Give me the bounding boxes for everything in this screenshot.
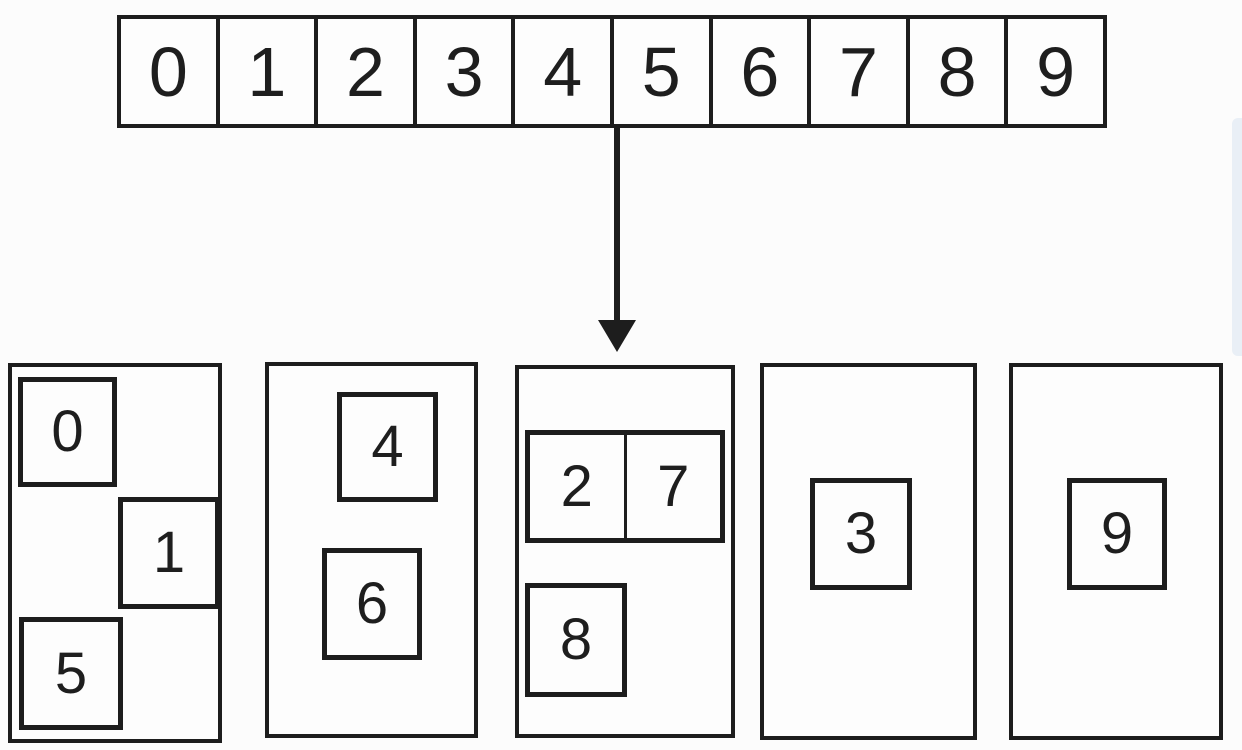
item-pair-box-2-7: 2 7 (525, 430, 725, 543)
bucket-4: 3 (760, 363, 977, 740)
array-cell-2: 2 (314, 19, 413, 124)
item-box-9: 9 (1067, 478, 1167, 590)
bucket-2: 4 6 (265, 362, 478, 738)
item-box-0: 0 (18, 377, 117, 487)
array-cell-3: 3 (412, 19, 512, 124)
array-cell-1: 1 (215, 19, 315, 124)
item-box-8: 8 (525, 583, 627, 697)
array-cell-9: 9 (1004, 19, 1103, 124)
bucket-1: 0 1 5 (8, 363, 222, 743)
item-box-4: 4 (337, 392, 438, 502)
array-cell-8: 8 (905, 19, 1005, 124)
pair-cell-7: 7 (623, 435, 721, 538)
array-cell-7: 7 (807, 19, 906, 124)
pair-cell-2: 2 (560, 453, 593, 519)
down-arrow-shaft (614, 128, 620, 322)
index-array: 0 1 2 3 4 5 6 7 8 9 (117, 15, 1107, 128)
down-arrow-head-icon (598, 320, 636, 352)
array-cell-0: 0 (148, 32, 188, 111)
array-cell-6: 6 (708, 19, 808, 124)
edge-artifact (1232, 118, 1242, 356)
bucket-3: 2 7 8 (515, 365, 735, 738)
item-box-3: 3 (810, 478, 912, 590)
item-box-5: 5 (19, 617, 123, 730)
array-cell-5: 5 (609, 19, 709, 124)
item-box-1: 1 (118, 497, 220, 609)
array-cell-4: 4 (511, 19, 610, 124)
bucket-5: 9 (1009, 363, 1223, 740)
item-box-6: 6 (322, 548, 422, 660)
